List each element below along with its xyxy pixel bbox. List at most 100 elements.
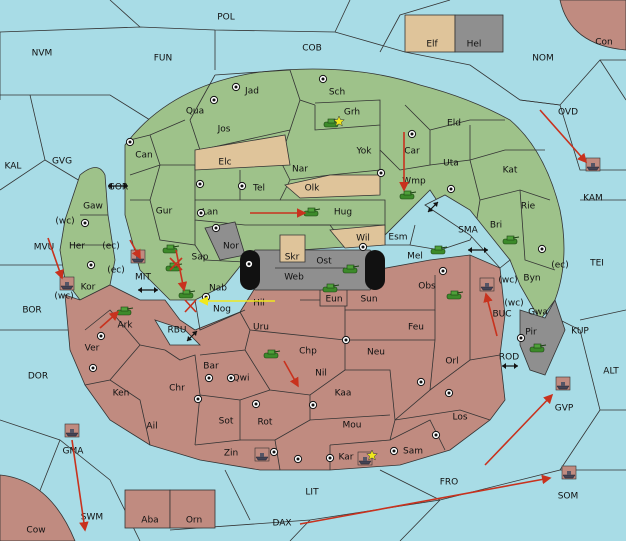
region-label: Uta — [443, 159, 459, 169]
region-sma-channel[interactable] — [424, 194, 511, 269]
supply-center-icon — [193, 394, 203, 404]
coast-tag: (ec) — [102, 242, 120, 252]
region-label: MIT — [135, 273, 151, 283]
region-label: KAM — [583, 194, 603, 204]
region-label: Her — [69, 242, 85, 252]
ship-icon[interactable] — [64, 423, 80, 438]
ship-icon[interactable] — [555, 376, 571, 391]
supply-center-icon — [407, 129, 417, 139]
region-label: Los — [452, 413, 467, 423]
region-label: Byn — [523, 274, 540, 284]
region-orn[interactable] — [169, 489, 216, 529]
ship-icon[interactable] — [479, 277, 495, 292]
supply-center-icon — [376, 168, 386, 178]
region-label: ALT — [603, 367, 619, 377]
ship-icon[interactable] — [254, 447, 270, 462]
region-label: Obs — [418, 282, 436, 292]
move-order-arrow — [47, 237, 64, 280]
region-label: KAL — [5, 162, 22, 172]
region-label: GVG — [52, 157, 72, 167]
region-label: SMA — [458, 226, 478, 236]
region-label: Elc — [218, 158, 231, 168]
hold-order-mark — [169, 257, 183, 271]
coast-tag: (wc) — [54, 292, 73, 302]
supply-center-icon — [96, 331, 106, 341]
coast-tag: (ec) — [107, 266, 125, 276]
move-order-arrow — [283, 360, 299, 388]
tank-icon[interactable] — [342, 264, 360, 274]
region-label: Sam — [403, 447, 423, 457]
ship-icon[interactable] — [561, 465, 577, 480]
region-label: FUN — [154, 54, 173, 64]
region-label: LIT — [305, 488, 319, 498]
supply-center-icon — [125, 137, 135, 147]
region-label: BUC — [492, 310, 511, 320]
tank-icon[interactable] — [162, 244, 180, 254]
units-layer[interactable] — [59, 118, 601, 480]
region-skr[interactable] — [279, 234, 306, 263]
supply-center-icon — [438, 266, 448, 276]
region-label: Rie — [521, 202, 536, 212]
region-label: Kar — [339, 453, 354, 463]
region-label: Web — [284, 273, 304, 283]
tank-icon[interactable] — [529, 343, 547, 353]
supply-center-icon — [226, 373, 236, 383]
move-order-arrow — [71, 439, 89, 532]
supply-center-icon — [237, 181, 247, 191]
region-label: Orl — [445, 357, 458, 367]
region-label: Elf — [426, 40, 438, 50]
region-label: Skr — [285, 253, 300, 263]
tank-icon[interactable] — [502, 235, 520, 245]
ship-icon[interactable] — [59, 276, 75, 291]
region-aba[interactable] — [124, 489, 171, 529]
tank-icon[interactable] — [430, 245, 448, 255]
region-label: RBU — [167, 326, 186, 336]
region-label: Jos — [217, 125, 231, 135]
region-label: Nab — [209, 284, 227, 294]
region-olk[interactable] — [284, 174, 381, 199]
region-label: Bri — [490, 221, 502, 231]
region-label: Ail — [146, 422, 157, 432]
region-wil[interactable] — [329, 224, 386, 249]
region-elc[interactable] — [194, 134, 291, 171]
supply-center-icon — [86, 260, 96, 270]
tank-icon[interactable] — [446, 290, 464, 300]
move-order-arrow — [483, 292, 498, 337]
region-label: Feu — [408, 323, 424, 333]
region-label: Ost — [316, 257, 332, 267]
region-label: Sot — [219, 417, 234, 427]
region-label: Aba — [141, 516, 158, 526]
hold-order-mark — [184, 299, 197, 313]
ship-icon[interactable] — [585, 157, 601, 172]
supply-center-icon — [389, 446, 399, 456]
region-label: Tel — [252, 184, 265, 194]
region-label: Ark — [117, 321, 133, 331]
move-order-arrow — [484, 393, 554, 466]
supply-center-icon — [416, 377, 426, 387]
tank-icon[interactable] — [322, 283, 340, 293]
region-label: NOM — [532, 54, 554, 64]
region-label: Ken — [113, 389, 130, 399]
supply-center-icon — [195, 179, 205, 189]
tank-icon[interactable] — [116, 306, 134, 316]
supply-center-icon — [251, 399, 261, 409]
coast-tag: (wc) — [498, 276, 517, 286]
tank-icon[interactable] — [303, 207, 321, 217]
supply-center-icon — [80, 218, 90, 228]
region-elf[interactable] — [404, 14, 456, 53]
region-label: Con — [595, 38, 613, 48]
tank-icon[interactable] — [263, 349, 281, 359]
ship-icon[interactable] — [130, 249, 146, 264]
region-label: Hil — [253, 299, 265, 309]
region-label: Uru — [253, 323, 269, 333]
region-label: Kat — [503, 166, 518, 176]
region-label: OVD — [558, 108, 578, 118]
region-central-island[interactable] — [244, 249, 381, 291]
region-label: Chr — [169, 384, 185, 394]
region-label: ROD — [499, 353, 519, 363]
supply-center-icon — [211, 223, 221, 233]
region-hel[interactable] — [454, 14, 504, 53]
region-pir[interactable] — [519, 299, 566, 376]
region-label: Jad — [244, 87, 259, 97]
